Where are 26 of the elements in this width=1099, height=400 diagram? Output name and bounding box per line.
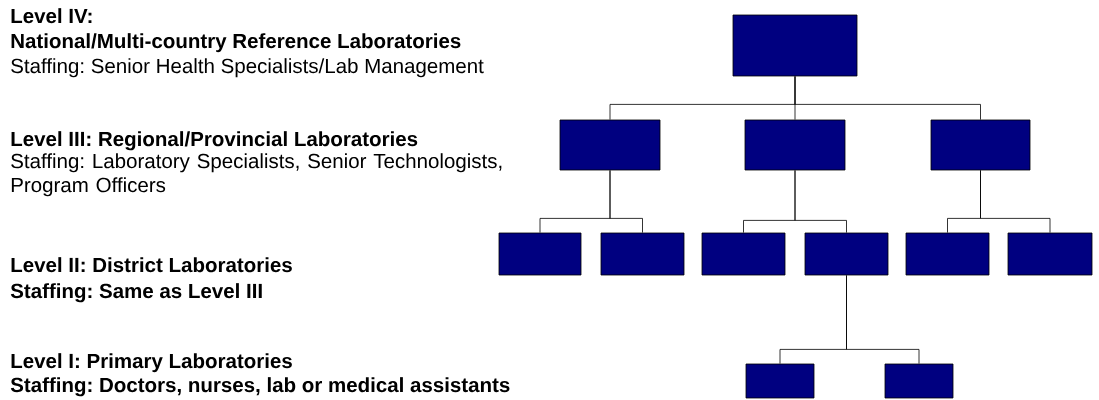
org-box (498, 232, 582, 276)
org-box (745, 363, 815, 399)
connector-line (609, 170, 643, 233)
org-box (930, 119, 1031, 171)
level-description: Staffing: Doctors, nurses, lab or medical assistants (10, 377, 510, 397)
org-box (884, 363, 954, 399)
connector-line (794, 76, 981, 120)
org-box (905, 232, 990, 276)
level-description: Level IV: (11, 8, 92, 24)
level-description: National/Multi-country Reference Laboratories (11, 33, 461, 53)
org-box (559, 119, 661, 171)
level-description: Staffing: Same as Level III (10, 283, 262, 303)
org-box (701, 232, 786, 276)
org-box (744, 119, 846, 171)
level-description: Staffing: Laboratory Specialists, Senior Technologists, Program Officers (11, 153, 502, 197)
level-description: Level I: Primary Laboratories (11, 353, 292, 373)
org-box (1007, 232, 1093, 276)
connector-line (794, 170, 847, 233)
org-box (804, 232, 889, 276)
level-description: Level III: Regional/Provincial Laboratories (11, 131, 418, 151)
org-box (600, 232, 685, 276)
org-box (732, 14, 858, 77)
level-description: Level II: District Laboratories (11, 257, 292, 273)
connector-line (846, 275, 920, 364)
connector-line (980, 170, 1051, 233)
level-description: Staffing: Senior Health Specialists/Lab Management (11, 58, 484, 78)
